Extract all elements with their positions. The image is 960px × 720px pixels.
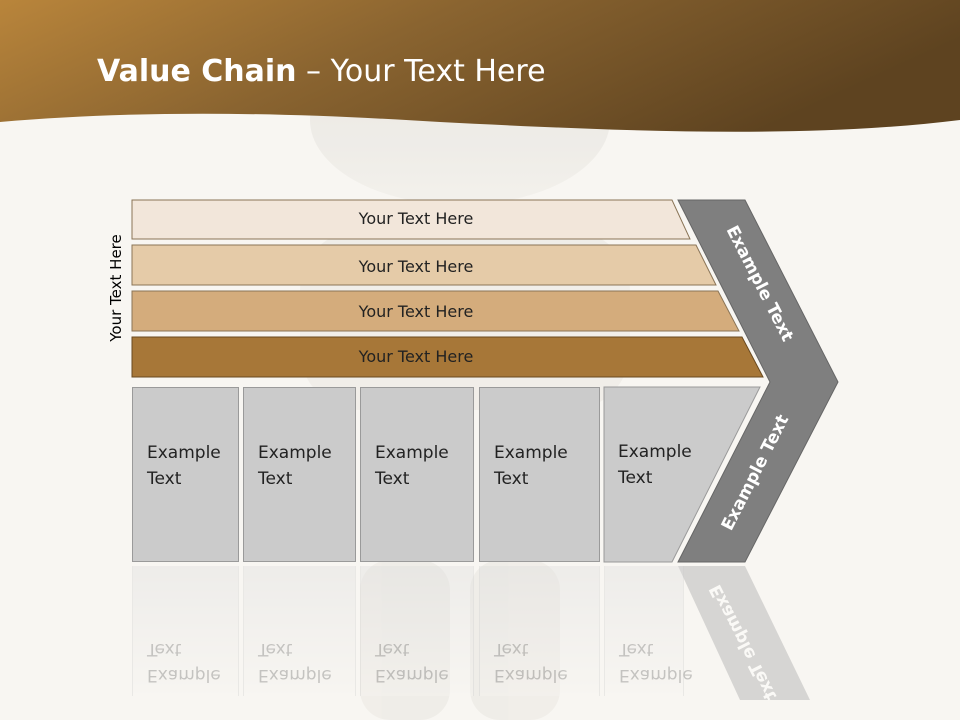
page-title: Value Chain – Your Text Here bbox=[97, 54, 546, 89]
activity-box-5: Example Text bbox=[604, 387, 692, 562]
bar-label: Your Text Here bbox=[358, 302, 474, 321]
reflection-label: Example Text bbox=[147, 639, 221, 685]
activity-label: Example Text bbox=[258, 443, 332, 489]
reflection-box: Example Text bbox=[479, 566, 600, 696]
activity-box-3: Example Text bbox=[360, 387, 474, 562]
bar-shape bbox=[131, 290, 740, 332]
chevron-reflection: Example Text bbox=[678, 566, 810, 703]
activity-box-4: Example Text bbox=[479, 387, 600, 562]
bar-label: Your Text Here bbox=[358, 347, 474, 366]
box-5-slant bbox=[603, 386, 761, 563]
bar-shape bbox=[131, 244, 717, 286]
bar-shape bbox=[131, 199, 691, 240]
activity-label: Example Text bbox=[375, 443, 449, 489]
activity-label: Example Text bbox=[618, 442, 692, 488]
support-bar-1: Your Text Here bbox=[131, 199, 691, 240]
support-bar-2: Your Text Here bbox=[131, 244, 717, 286]
activity-box-1: Example Text bbox=[132, 387, 239, 562]
reflection-label: Example Text bbox=[494, 639, 568, 685]
activity-label: Example Text bbox=[147, 443, 221, 489]
chevron-shape bbox=[677, 199, 839, 563]
support-bar-3: Your Text Here bbox=[131, 290, 740, 332]
bar-shape bbox=[131, 336, 764, 378]
reflection-box: Example Text bbox=[132, 566, 239, 696]
activity-box-2: Example Text bbox=[243, 387, 356, 562]
title-rest: – Your Text Here bbox=[296, 54, 546, 89]
reflection-box: Example Text bbox=[243, 566, 356, 696]
support-bar-4: Your Text Here bbox=[131, 336, 764, 378]
header-band bbox=[0, 0, 960, 132]
chevron-arrow: Example Text Example Text bbox=[677, 199, 839, 563]
title-bold: Value Chain bbox=[97, 54, 297, 89]
activity-label: Example Text bbox=[494, 443, 568, 489]
reflection-label: Example Text bbox=[375, 639, 449, 685]
reflection-box: Example Text bbox=[360, 566, 474, 696]
reflection-box: Example Text bbox=[604, 566, 692, 696]
boxes-reflection: Example Text Example Text Example Text E… bbox=[132, 566, 692, 696]
bar-label: Your Text Here bbox=[358, 257, 474, 276]
bar-label: Your Text Here bbox=[358, 209, 474, 228]
reflection-label: Example Text bbox=[258, 639, 332, 685]
reflection-label: Example Text bbox=[619, 639, 692, 685]
